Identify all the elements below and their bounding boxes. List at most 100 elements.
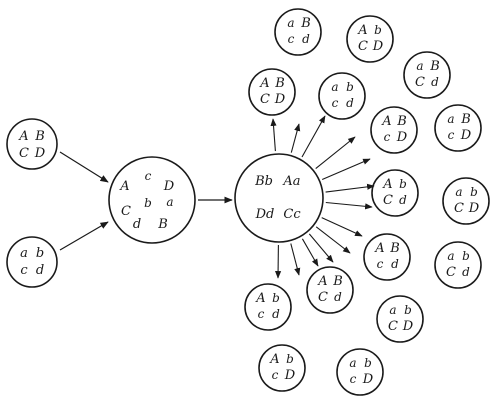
allele-label: c [377, 257, 384, 271]
allele-label: a [20, 246, 28, 261]
allele-label: C [415, 75, 425, 90]
allele-label: a [455, 185, 462, 199]
allele-label: b [272, 291, 280, 305]
gamete-cell-outline [336, 348, 384, 396]
allele-label: C [121, 204, 131, 219]
allele-label: d [391, 257, 399, 271]
allele-label: b [462, 249, 470, 263]
allele-label: a [389, 303, 396, 317]
allele-label: c [20, 263, 28, 278]
allele-pair-label: Bb [254, 174, 273, 189]
allele-label: c [272, 368, 279, 382]
allele-label: B [274, 76, 285, 91]
allele-label: C [260, 92, 270, 107]
allele-label: B [396, 114, 407, 129]
gamete-cell-outline [442, 177, 490, 225]
allele-label: D [362, 372, 374, 387]
allele-label: B [300, 16, 311, 31]
allele-label: a [349, 356, 356, 370]
allele-label: b [364, 356, 372, 370]
gamete-cell-outline [434, 241, 482, 289]
radiating-arrows [270, 115, 375, 279]
allele-label: B [332, 274, 343, 289]
paired-allele-cell: Bb Aa Dd Cc [234, 153, 324, 243]
radiating-arrow [321, 158, 371, 181]
allele-label: b [374, 23, 382, 37]
allele-label: a [447, 112, 454, 126]
arrow-parent1-to-zygote [59, 151, 109, 183]
allele-label: d [36, 263, 44, 278]
allele-label: C [388, 319, 398, 334]
allele-label: a [166, 195, 173, 209]
allele-label: b [36, 246, 44, 261]
allele-label: D [372, 39, 384, 54]
allele-label: D [34, 146, 46, 161]
allele-label: C [358, 39, 368, 54]
gamete-cell-outline [274, 8, 322, 56]
allele-label: a [287, 16, 294, 30]
zygote-cell: c A D b a C d B [108, 156, 196, 244]
allele-label: D [468, 201, 480, 216]
allele-label: c [288, 32, 295, 46]
radiating-arrow [315, 136, 356, 170]
allele-label: D [396, 130, 408, 145]
allele-label: a [416, 59, 423, 73]
allele-label: d [272, 307, 280, 321]
parent-cell-1: A B C D [6, 118, 58, 170]
allele-label: B [429, 59, 440, 74]
gamete-cell-outline [318, 72, 366, 120]
allele-label: B [157, 217, 168, 232]
allele-label: d [399, 193, 407, 207]
allele-label: b [470, 185, 478, 199]
radiating-arrow [290, 123, 301, 153]
gamete-cell-outline [376, 295, 424, 343]
allele-label: c [145, 169, 152, 183]
gamete-cell-outline [306, 266, 354, 314]
gamete-cell-outline [346, 15, 394, 63]
allele-label: d [302, 32, 310, 46]
allele-label: b [404, 303, 412, 317]
allele-label: C [383, 193, 393, 208]
parent-cell-outline [6, 118, 58, 170]
allele-label: b [286, 352, 294, 366]
allele-label: A [374, 241, 384, 256]
allele-label: B [460, 112, 471, 127]
allele-label: b [399, 177, 407, 191]
radiating-arrow [290, 243, 301, 276]
allele-label: A [255, 291, 265, 306]
allele-label: D [284, 368, 296, 383]
allele-label: A [381, 114, 391, 129]
paired-allele-cell-outline [234, 153, 324, 243]
allele-pair-label: Cc [283, 207, 301, 222]
allele-label: b [346, 80, 354, 94]
allele-label: d [334, 290, 342, 304]
radiating-arrow [325, 201, 373, 210]
allele-label: C [446, 265, 456, 280]
gamete-cell-outline [403, 51, 451, 99]
allele-pair-label: Aa [282, 174, 300, 189]
gamete-cell-outline [248, 68, 296, 116]
allele-label: D [274, 92, 286, 107]
allele-label: a [331, 80, 338, 94]
gamete-cell-outline [258, 344, 306, 392]
allele-label: A [18, 129, 28, 144]
allele-label: D [402, 319, 414, 334]
gamete-cell-outline [370, 106, 418, 154]
parent-cell-2: a b c d [6, 236, 58, 288]
allele-label: C [454, 201, 464, 216]
